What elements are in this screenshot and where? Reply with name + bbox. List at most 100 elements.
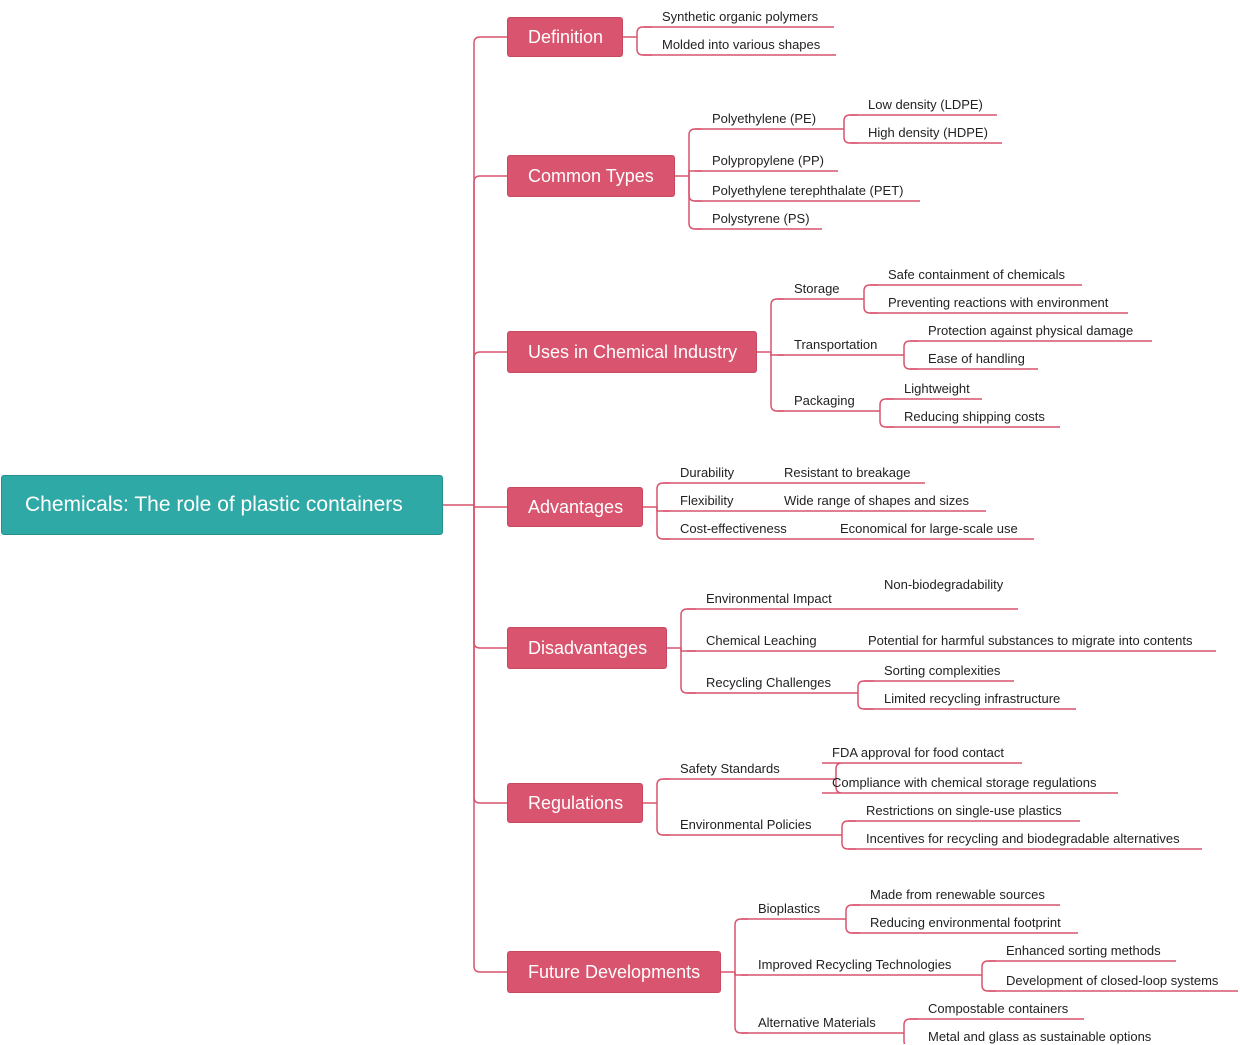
topic-5-0-connector-link-0 <box>822 762 843 779</box>
subtopic-2-2-0[interactable]: Lightweight <box>904 381 970 396</box>
branch-2-connector-link-0 <box>770 298 784 352</box>
topic-6-0-connector-link-1 <box>845 919 860 934</box>
root-connector-link-4 <box>473 505 507 649</box>
topic-2-0-connector-link-1 <box>863 299 878 314</box>
topic-1-2[interactable]: Polyethylene terephthalate (PET) <box>712 183 904 198</box>
subtopic-3-0-0[interactable]: Resistant to breakage <box>784 465 911 480</box>
topic-1-3[interactable]: Polystyrene (PS) <box>712 211 810 226</box>
subtopic-6-2-0[interactable]: Compostable containers <box>928 1001 1069 1016</box>
subtopic-4-2-1[interactable]: Limited recycling infrastructure <box>884 691 1061 706</box>
subtopic-3-1-0[interactable]: Wide range of shapes and sizes <box>784 493 969 508</box>
subtopic-4-1-0[interactable]: Potential for harmful substances to migr… <box>868 633 1193 648</box>
topic-1-0-connector-link-1 <box>843 129 858 144</box>
subtopic-5-1-1[interactable]: Incentives for recycling and biodegradab… <box>866 831 1180 846</box>
subtopic-4-2-0[interactable]: Sorting complexities <box>884 663 1001 678</box>
subtopic-2-2-1[interactable]: Reducing shipping costs <box>904 409 1045 424</box>
subtopic-2-1-0[interactable]: Protection against physical damage <box>928 323 1134 338</box>
topic-3-0[interactable]: Durability <box>680 465 735 480</box>
topic-6-0[interactable]: Bioplastics <box>758 901 821 916</box>
branch-3-connector-link-2 <box>656 507 670 540</box>
subtopic-1-0-1[interactable]: High density (HDPE) <box>868 125 988 140</box>
branch-5-connector-link-0 <box>656 778 670 803</box>
branch-4[interactable]: Disadvantages <box>507 627 667 669</box>
branch-1[interactable]: Common Types <box>507 155 675 197</box>
branch-6[interactable]: Future Developments <box>507 951 721 993</box>
topic-5-0[interactable]: Safety Standards <box>680 761 780 776</box>
topic-1-0-connector-link-0 <box>843 114 858 129</box>
topic-2-2-connector-link-0 <box>879 398 894 411</box>
topic-4-2[interactable]: Recycling Challenges <box>706 675 832 690</box>
topic-2-1-connector-link-0 <box>903 340 918 355</box>
subtopic-6-0-1[interactable]: Reducing environmental footprint <box>870 915 1061 930</box>
branch-1-connector-link-3 <box>688 176 702 230</box>
topic-5-1-connector-link-0 <box>841 820 856 835</box>
branch-3[interactable]: Advantages <box>507 487 643 527</box>
topic-4-0[interactable]: Environmental Impact <box>706 591 832 606</box>
topic-3-1[interactable]: Flexibility <box>680 493 734 508</box>
topic-6-1-connector-link-1 <box>981 975 996 992</box>
subtopic-2-0-1[interactable]: Preventing reactions with environment <box>888 295 1109 310</box>
topic-1-0[interactable]: Polyethylene (PE) <box>712 111 817 126</box>
branch-label: Common Types <box>528 165 654 186</box>
subtopic-5-0-0[interactable]: FDA approval for food contact <box>832 745 1004 760</box>
branch-label: Uses in Chemical Industry <box>528 341 738 362</box>
branch-label: Future Developments <box>528 961 701 982</box>
branch-6-connector-link-2 <box>734 972 748 1034</box>
branch-0[interactable]: Definition <box>507 17 623 57</box>
topic-4-2-connector-link-0 <box>857 680 874 693</box>
topic-5-1-connector-link-1 <box>841 835 856 850</box>
branch-label: Regulations <box>528 792 624 813</box>
root-topic[interactable]: Chemicals: The role of plastic container… <box>1 475 443 535</box>
topic-1-1[interactable]: Polypropylene (PP) <box>712 153 824 168</box>
branch-label: Definition <box>528 26 604 47</box>
topic-6-2[interactable]: Alternative Materials <box>758 1015 876 1030</box>
topic-2-1-connector-link-1 <box>903 355 918 370</box>
subtopic-6-2-1[interactable]: Metal and glass as sustainable options <box>928 1029 1152 1044</box>
subtopic-5-0-1[interactable]: Compliance with chemical storage regulat… <box>832 775 1097 790</box>
branch-5-connector-link-1 <box>656 803 670 836</box>
topic-2-2[interactable]: Packaging <box>794 393 855 408</box>
root-connector-link-6 <box>473 505 507 973</box>
topic-6-0-connector-link-0 <box>845 904 860 919</box>
branch-2[interactable]: Uses in Chemical Industry <box>507 331 757 373</box>
branch-3-connector-link-0 <box>656 482 670 507</box>
branch-1-connector-link-0 <box>688 128 702 176</box>
topic-6-1[interactable]: Improved Recycling Technologies <box>758 957 952 972</box>
branch-0-connector-link-0 <box>636 26 652 37</box>
topic-6-1-connector-link-0 <box>981 960 996 975</box>
topic-4-2-connector-link-1 <box>857 693 874 710</box>
branch-label: Advantages <box>528 496 624 517</box>
topic-3-2[interactable]: Cost-effectiveness <box>680 521 787 536</box>
topic-5-1[interactable]: Environmental Policies <box>680 817 812 832</box>
subtopic-3-2-0[interactable]: Economical for large-scale use <box>840 521 1018 536</box>
subtopic-4-0-0[interactable]: Non-biodegradability <box>884 577 1004 592</box>
topic-2-0-connector-link-0 <box>863 284 878 299</box>
topic-2-2-connector-link-1 <box>879 411 894 428</box>
branch-0-connector-link-1 <box>636 37 652 56</box>
topic-0-0[interactable]: Synthetic organic polymers <box>662 9 819 24</box>
topic-6-2-connector-link-1 <box>903 1033 906 1044</box>
branch-4-connector-link-2 <box>680 648 696 694</box>
root-topic-label: Chemicals: The role of plastic container… <box>25 493 403 516</box>
topic-6-2-connector-link-0 <box>903 1018 918 1033</box>
topic-5-0-connector-link-1 <box>822 779 843 794</box>
topic-2-1[interactable]: Transportation <box>794 337 878 352</box>
subtopic-1-0-0[interactable]: Low density (LDPE) <box>868 97 983 112</box>
branch-5[interactable]: Regulations <box>507 783 643 823</box>
branch-4-connector-link-0 <box>680 608 696 648</box>
subtopic-2-0-0[interactable]: Safe containment of chemicals <box>888 267 1066 282</box>
subtopic-5-1-0[interactable]: Restrictions on single-use plastics <box>866 803 1062 818</box>
subtopic-6-1-1[interactable]: Development of closed-loop systems <box>1006 973 1219 988</box>
subtopic-2-1-1[interactable]: Ease of handling <box>928 351 1025 366</box>
root-connector-link-5 <box>473 505 507 804</box>
root-connector-link-2 <box>473 351 507 505</box>
subtopic-6-1-0[interactable]: Enhanced sorting methods <box>1006 943 1161 958</box>
subtopic-6-0-0[interactable]: Made from renewable sources <box>870 887 1045 902</box>
topic-0-1[interactable]: Molded into various shapes <box>662 37 821 52</box>
branch-2-connector-link-2 <box>770 352 784 412</box>
root-connector-link-3 <box>473 505 507 508</box>
topic-4-1[interactable]: Chemical Leaching <box>706 633 817 648</box>
topic-2-0[interactable]: Storage <box>794 281 840 296</box>
